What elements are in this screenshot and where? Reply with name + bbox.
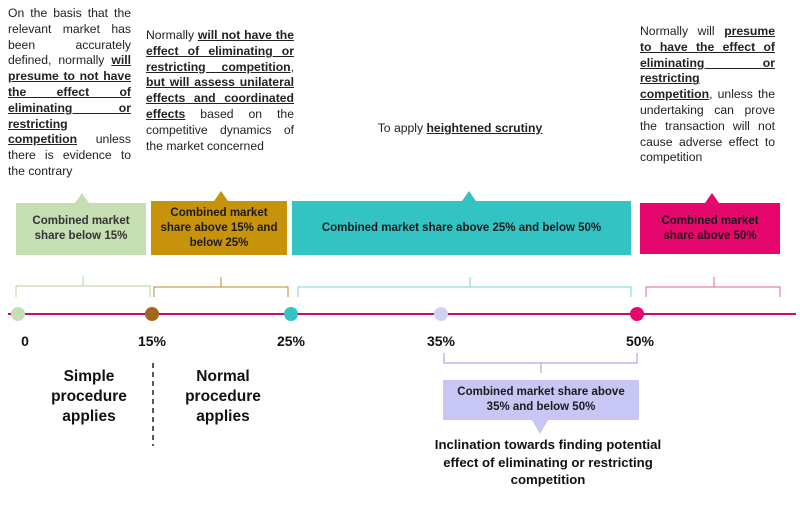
box-share-25-to-50: Combined market share above 25% and belo… bbox=[292, 201, 631, 255]
normal-procedure-label: Normal procedure applies bbox=[185, 368, 261, 425]
marker-50 bbox=[630, 307, 644, 321]
desc-emphasis: will not have the effect of eliminating … bbox=[146, 28, 294, 74]
desc-text: , unless the undertaking can prove the t… bbox=[640, 87, 775, 165]
description-15-to-25: Normally will not have the effect of eli… bbox=[146, 28, 294, 154]
desc-emphasis: heightened scrutiny bbox=[426, 121, 543, 135]
box-label: Combined market share above 25% and belo… bbox=[321, 221, 602, 234]
desc-text: Normally will bbox=[640, 24, 725, 38]
desc-text: On the basis that the relevant market ha… bbox=[8, 6, 131, 68]
marker-15 bbox=[145, 307, 159, 321]
box-share-35-to-50: Combined market share above 35% and belo… bbox=[443, 380, 639, 420]
desc-text: based on the competitive dynamics of the… bbox=[146, 106, 294, 153]
pointer-green bbox=[75, 193, 89, 203]
desc-text: To apply bbox=[377, 121, 427, 135]
box-share-above-50: Combined market share above 50% bbox=[640, 203, 780, 254]
desc-emphasis: will presume to not have the effect of e… bbox=[8, 53, 131, 147]
box-share-below-15: Combined market share below 15% bbox=[16, 203, 146, 255]
description-below-15: On the basis that the relevant market ha… bbox=[8, 6, 131, 180]
description-above-50: Normally will presume to have the effect… bbox=[640, 24, 775, 166]
pointer-lavender bbox=[532, 420, 548, 434]
bracket-lavender bbox=[443, 353, 638, 373]
axis-label-50: 50% bbox=[625, 333, 655, 349]
marker-0 bbox=[11, 307, 25, 321]
axis-label-0: 0 bbox=[21, 333, 29, 349]
pointer-brown bbox=[214, 191, 228, 201]
box-share-15-to-25: Combined market share above 15% and belo… bbox=[151, 201, 287, 255]
box-label: Combined market share above 50% bbox=[661, 214, 759, 242]
bracket-green bbox=[15, 276, 151, 297]
axis-label-35: 35% bbox=[426, 333, 456, 349]
axis-label-25: 25% bbox=[276, 333, 306, 349]
pointer-magenta bbox=[705, 193, 719, 203]
desc-text: Normally bbox=[146, 28, 198, 42]
marker-35 bbox=[434, 307, 448, 321]
desc-emphasis: presume to have the effect of eliminatin… bbox=[640, 24, 775, 102]
marker-25 bbox=[284, 307, 298, 321]
box-label: Combined market share above 15% and belo… bbox=[160, 206, 278, 249]
bracket-magenta bbox=[645, 277, 781, 297]
desc-text: , bbox=[290, 59, 294, 74]
box-label: Combined market share below 15% bbox=[32, 215, 130, 242]
description-25-to-50: To apply heightened scrutiny bbox=[330, 121, 590, 137]
inclination-text: Inclination towards finding potential ef… bbox=[434, 437, 662, 488]
simple-procedure-label: Simple procedure applies bbox=[51, 368, 127, 425]
desc-emphasis: but will assess unilateral effects and c… bbox=[146, 75, 294, 121]
desc-text: unless there is evidence to the contrary bbox=[8, 132, 131, 178]
box-label: Combined market share above 35% and belo… bbox=[457, 386, 625, 413]
axis-label-15: 15% bbox=[137, 333, 167, 349]
bracket-teal bbox=[297, 277, 632, 297]
pointer-teal bbox=[462, 191, 476, 201]
bracket-brown bbox=[153, 277, 289, 297]
